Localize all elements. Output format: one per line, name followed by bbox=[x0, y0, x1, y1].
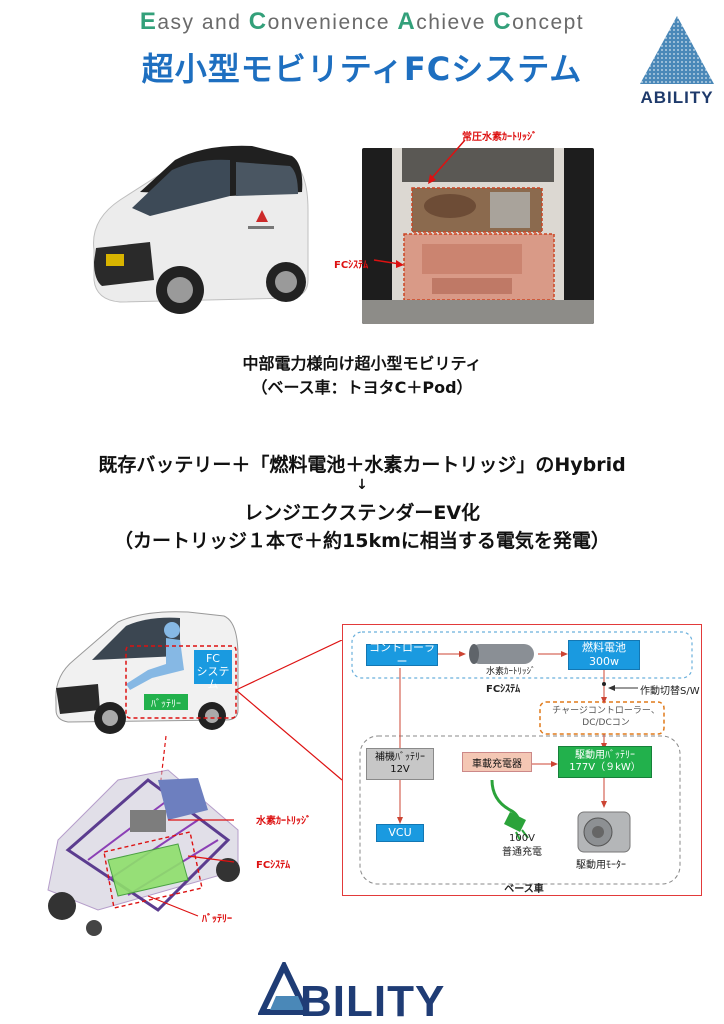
cartridge-label: 水素ｶｰﾄﾘｯｼﾞ bbox=[486, 667, 536, 677]
plug-label-1: 100V bbox=[509, 833, 535, 844]
caption-line-2: （ベース車：トヨタC＋Pod） bbox=[251, 378, 473, 397]
charge-controller-label-2: DC/DCコン bbox=[582, 717, 630, 728]
drive-battery-label-1: 駆動用ﾊﾞｯﾃﾘｰ bbox=[575, 749, 635, 761]
car-fc-label: FC システム bbox=[194, 652, 232, 692]
switch-label: 作動切替S/W bbox=[640, 686, 700, 697]
tagline: Easy and Convenience Achieve Concept bbox=[0, 8, 724, 36]
tagline-rest-2: onvenience bbox=[267, 11, 398, 34]
headline-line-2: レンジエクステンダーEV化 bbox=[243, 502, 481, 524]
car-fc-label-2: システム bbox=[196, 665, 230, 692]
car-fc-label-1: FC bbox=[205, 652, 220, 665]
cpod-car-photo bbox=[93, 145, 309, 314]
drive-battery-label-2: 177V（９kW） bbox=[569, 762, 641, 773]
tagline-cap-3: A bbox=[397, 8, 417, 35]
charge-controller-label: チャージコントローラー、 DC/DCコン bbox=[546, 706, 666, 729]
caption-line-1: 中部電力様向け超小型モビリティ bbox=[242, 354, 482, 373]
footer-ability-logo bbox=[258, 962, 311, 1015]
chassis-battery-label: ﾊﾞｯﾃﾘｰ bbox=[202, 914, 232, 925]
tagline-rest-1: asy and bbox=[157, 11, 249, 34]
fuel-cell-label-1: 燃料電池 bbox=[582, 641, 626, 655]
cartridge-photo-label: 常圧水素ｶｰﾄﾘｯｼﾞ bbox=[462, 132, 537, 143]
vcu-box: VCU bbox=[376, 824, 424, 842]
tagline-cap-4: C bbox=[493, 8, 513, 35]
controller-box: コントローラー bbox=[366, 641, 438, 668]
chassis-fc-label: FCｼｽﾃﾑ bbox=[256, 860, 291, 871]
page-title: 超小型モビリティFCシステム bbox=[141, 50, 583, 88]
tagline-cap-1: E bbox=[139, 8, 158, 35]
car-layout-diagram bbox=[55, 611, 239, 734]
drive-battery-box: 駆動用ﾊﾞｯﾃﾘｰ 177V（９kW） bbox=[558, 746, 652, 778]
aux-battery-label-1: 補機ﾊﾞｯﾃﾘｰ bbox=[375, 751, 425, 763]
car-battery-label: ﾊﾞｯﾃﾘｰ bbox=[151, 699, 181, 710]
fuel-cell-box: 燃料電池 300w bbox=[568, 640, 640, 670]
plug-label-2: 普通充電 bbox=[502, 846, 542, 858]
headline-line-1: 既存バッテリー＋「燃料電池＋水素カートリッジ」のHybrid bbox=[98, 454, 626, 476]
motor-label: 駆動用ﾓｰﾀｰ bbox=[576, 860, 626, 871]
aux-battery-box: 補機ﾊﾞｯﾃﾘｰ 12V bbox=[366, 748, 434, 780]
charge-controller-label-1: チャージコントローラー、 bbox=[552, 706, 660, 716]
footer-logo-rest: BILITY bbox=[300, 977, 446, 1024]
footer-logo-text: ABILITY bbox=[300, 966, 445, 1024]
headline-line-3: （カートリッジ１本で＋約15kmに相当する電気を発電） bbox=[114, 530, 610, 552]
corner-logo-text: ABILITY bbox=[640, 88, 714, 107]
fuel-cell-label-2: 300w bbox=[589, 655, 619, 668]
headline-arrow: ↓ bbox=[356, 477, 368, 493]
chassis-cartridge-label: 水素ｶｰﾄﾘｯｼﾞ bbox=[256, 816, 311, 827]
ability-triangle-logo bbox=[640, 16, 714, 84]
onboard-charger-box: 車載充電器 bbox=[462, 752, 532, 772]
chassis-illustration bbox=[47, 769, 240, 936]
photo-callout-arrows bbox=[373, 139, 466, 268]
rear-fc-installation-photo bbox=[362, 148, 594, 324]
base-car-label: ベース車 bbox=[504, 884, 544, 895]
system-diagram-lines bbox=[351, 631, 693, 885]
tagline-cap-2: C bbox=[248, 8, 268, 35]
fc-system-photo-label: FCｼｽﾃﾑ bbox=[334, 260, 369, 271]
fc-system-label: FCｼｽﾃﾑ bbox=[486, 684, 521, 695]
tagline-rest-4: oncept bbox=[512, 11, 585, 34]
aux-battery-label-2: 12V bbox=[390, 764, 410, 775]
tagline-rest-3: chieve bbox=[416, 11, 494, 34]
plug-label: 100V 普通充電 bbox=[494, 832, 550, 859]
